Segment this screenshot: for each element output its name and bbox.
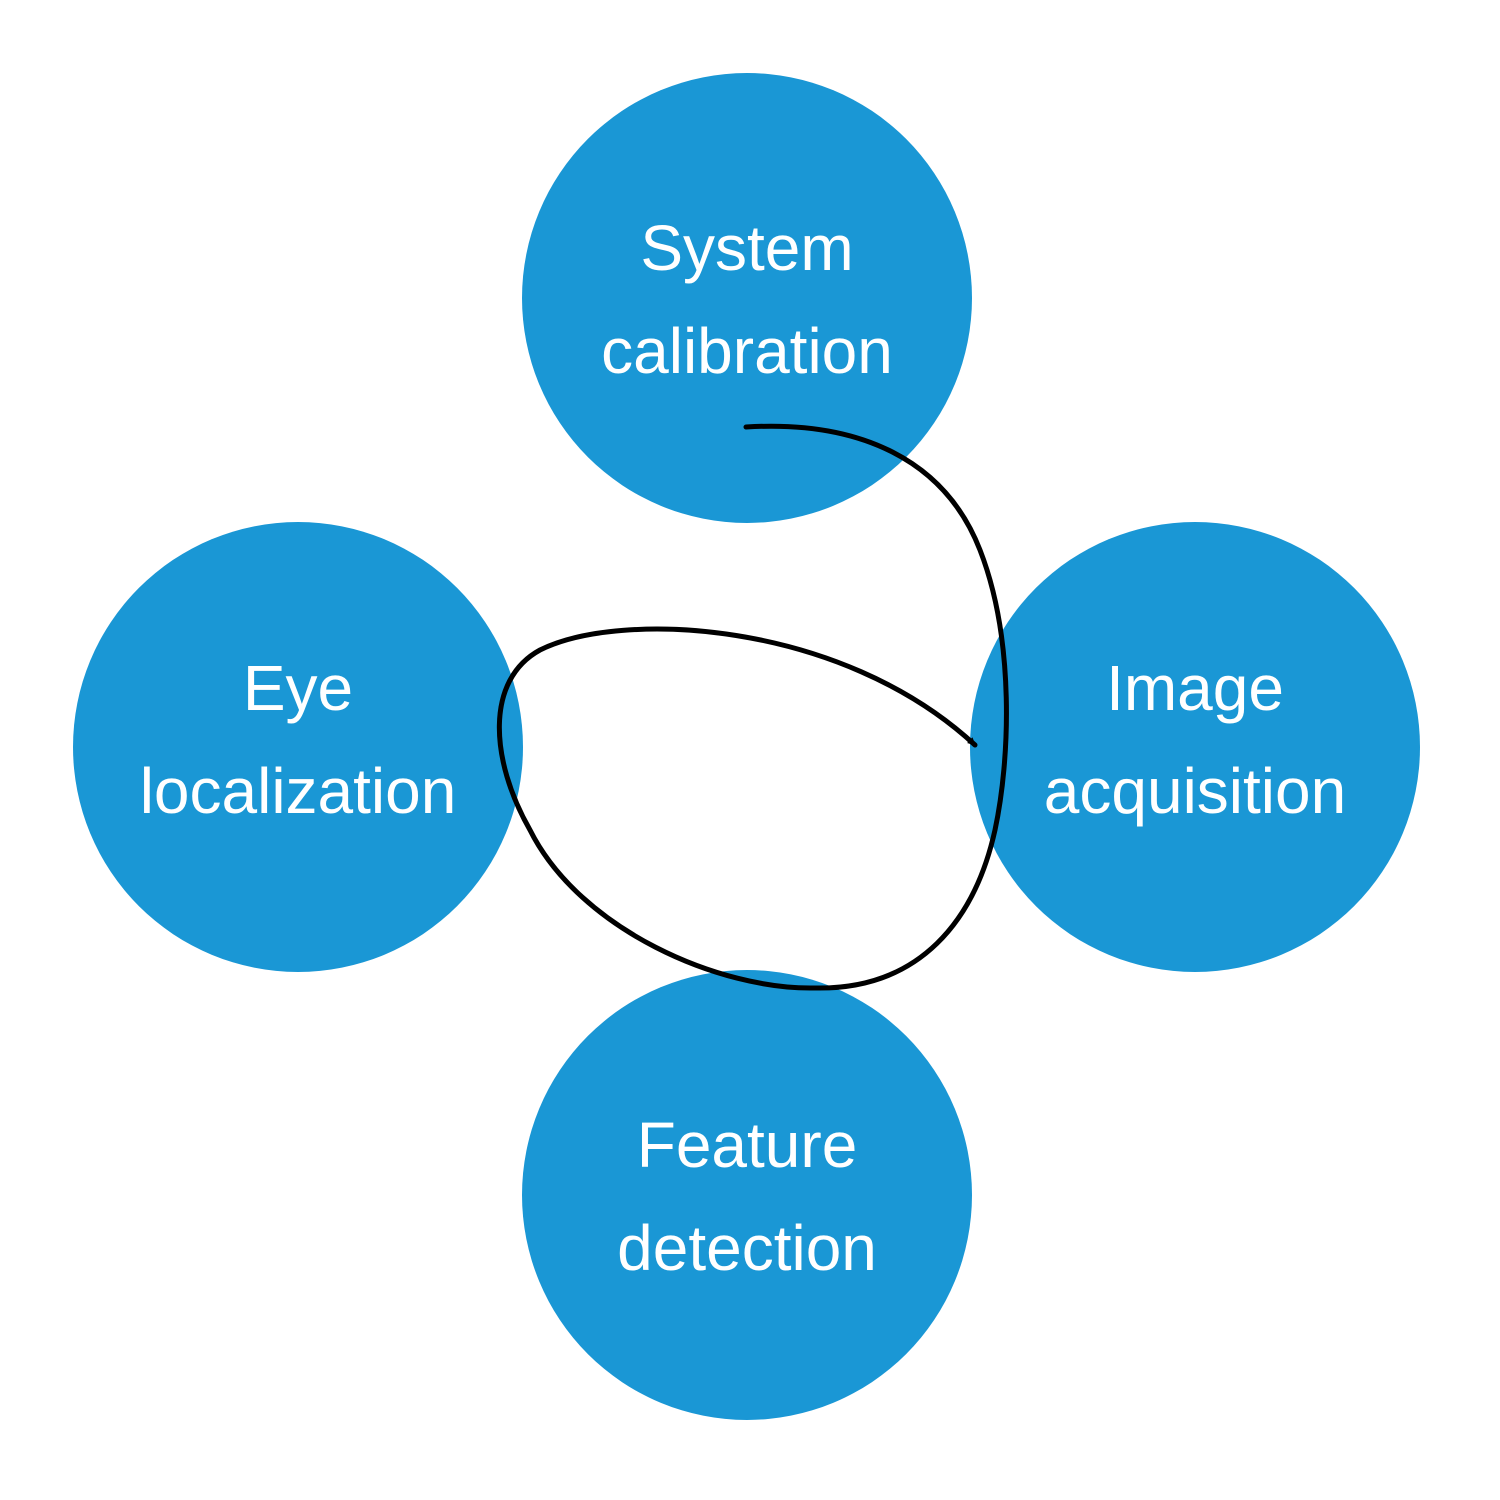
node-label-eye-localization-line2: localization — [140, 755, 457, 827]
node-circle-eye-localization — [73, 522, 523, 972]
node-label-eye-localization-line1: Eye — [243, 652, 353, 724]
node-label-system-calibration-line1: System — [640, 212, 853, 284]
node-feature-detection: Feature detection — [522, 970, 972, 1420]
node-label-system-calibration-line2: calibration — [601, 315, 893, 387]
node-label-feature-detection-line1: Feature — [637, 1109, 858, 1181]
node-circle-system-calibration — [522, 73, 972, 523]
node-label-image-acquisition-line2: acquisition — [1044, 755, 1346, 827]
node-label-feature-detection-line2: detection — [617, 1212, 877, 1284]
node-system-calibration: System calibration — [522, 73, 972, 523]
node-label-image-acquisition-line1: Image — [1106, 652, 1284, 724]
node-eye-localization: Eye localization — [73, 522, 523, 972]
flow-arrow — [496, 423, 1009, 991]
node-image-acquisition: Image acquisition — [970, 522, 1420, 972]
node-circle-image-acquisition — [970, 522, 1420, 972]
node-circle-feature-detection — [522, 970, 972, 1420]
